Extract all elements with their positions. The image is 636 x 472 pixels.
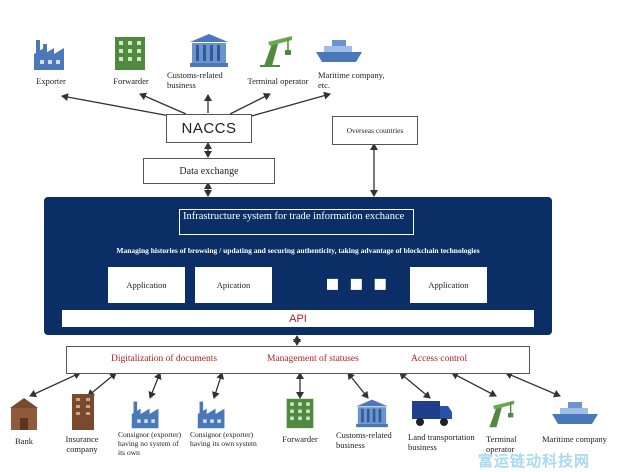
government-building-icon: [190, 34, 228, 67]
ship-icon: [316, 40, 362, 62]
function-digitalization: Digitalization of documents: [111, 354, 218, 364]
infrastructure-title: Infrastructure system for trade informat…: [179, 209, 414, 235]
bottom-entity-label-terminal-operator: Terminal operator: [486, 434, 517, 454]
infrastructure-panel: Infrastructure system for trade informat…: [44, 197, 552, 335]
consignor-no-system-factory-icon: [131, 401, 159, 429]
factory-icon: [34, 40, 64, 70]
infrastructure-subtitle: Managing histories of browsing / updatin…: [116, 246, 480, 255]
bottom-entity-label-consignor-own-system: Consignor (exporter) having its own syst…: [190, 430, 257, 448]
government-building-icon: [356, 399, 388, 428]
bottom-entity-label-customs: Customs-related business: [336, 430, 392, 450]
bottom-entity-label-insurance: Insurance company: [65, 434, 99, 454]
consignor-own-system-factory-icon: [197, 401, 225, 429]
office-building-icon: [286, 398, 314, 429]
bottom-entity-label-consignor-no-system: Consignor (exporter) having no system of…: [118, 430, 182, 457]
ellipsis: ▪ ▪ ▪: [325, 271, 389, 296]
bottom-entity-label-forwarder: Forwarder: [282, 434, 318, 444]
naccs-box: NACCS: [166, 114, 252, 143]
bottom-entity-label-bank: Bank: [15, 436, 33, 446]
ship-icon: [552, 402, 598, 424]
bottom-entity-label-land-transport: Land transportation business: [408, 432, 475, 452]
top-entity-label-forwarder: Forwarder: [113, 76, 149, 86]
crane-icon: [260, 36, 292, 67]
function-access-control: Access control: [411, 354, 468, 364]
top-entity-label-exporter: Exporter: [36, 76, 66, 86]
overseas-countries-box: Overseas countries: [332, 116, 418, 145]
functions-bar: Digitalization of documents Management o…: [66, 346, 530, 374]
office-building-icon: [115, 37, 145, 70]
crane-icon: [489, 400, 515, 428]
data-exchange-box: Data exchange: [143, 158, 275, 184]
top-entity-label-customs: Customs-related business: [167, 70, 223, 90]
insurance-building-icon: [72, 394, 94, 430]
api-bar: API: [62, 310, 534, 327]
function-status-management: Management of statuses: [267, 354, 359, 364]
top-entity-label-maritime: Maritime company, etc.: [318, 70, 385, 90]
watermark: 富运链动科技网: [478, 452, 591, 470]
application-box-3: Application: [410, 267, 487, 303]
bottom-entity-label-maritime: Maritime company: [542, 434, 607, 444]
bank-icon: [10, 398, 38, 430]
top-entity-label-terminal-operator: Terminal operator: [247, 76, 309, 86]
application-box-2: Apication: [195, 267, 272, 303]
truck-icon: [412, 401, 452, 426]
application-box-1: Application: [108, 267, 185, 303]
